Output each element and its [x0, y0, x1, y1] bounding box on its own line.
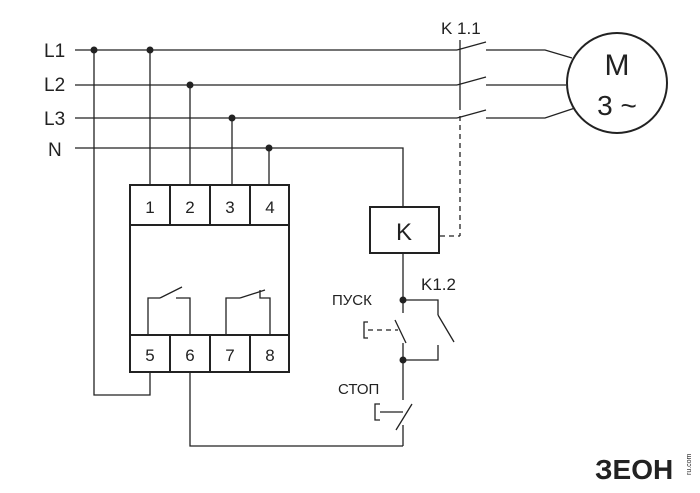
wire-stop-to-terminal-6 [189, 372, 403, 447]
relay-module: 1 2 3 4 5 6 7 8 [129, 184, 290, 373]
aux-wire-top [403, 299, 439, 315]
aux-contact-blade [437, 314, 455, 343]
line-label-n: N [48, 140, 62, 161]
motor-phase-label: 3 ~ [597, 90, 637, 121]
brand-logo: ЗЕОН ru.com [595, 453, 693, 485]
relay-contact-2-left [225, 297, 240, 335]
terminal-7: 7 [225, 346, 234, 365]
relay-contact-1-left [147, 297, 160, 335]
contact-l1 [456, 41, 487, 51]
motor: M 3 ~ [566, 32, 668, 134]
stop-button-label: СТОП [338, 381, 379, 398]
wire-n [75, 147, 404, 207]
stop-button-head [374, 403, 380, 421]
start-circuit: ПУСК K1.2 [332, 275, 456, 364]
aux-contact-label: K1.2 [421, 275, 456, 294]
terminal-2: 2 [185, 198, 194, 217]
relay-contact-1-blade [159, 286, 183, 299]
start-button-head [363, 321, 368, 339]
terminal-1: 1 [145, 198, 154, 217]
relay-contact-1-right [176, 297, 191, 335]
contactor-coil: K [369, 206, 440, 300]
relay-contact-2-blade [239, 289, 266, 299]
line-label-l2: L2 [44, 75, 65, 96]
brand-name: ЗЕОН [595, 454, 673, 485]
line-label-l3: L3 [44, 109, 65, 130]
supply-lines: L1 L2 L3 N [44, 41, 457, 207]
main-contacts: K 1.1 [440, 19, 576, 237]
contact-l2 [456, 76, 487, 86]
main-contacts-label: K 1.1 [441, 19, 481, 38]
wire-motor-1 [486, 49, 573, 59]
relay-contact-2-right [259, 290, 271, 335]
stop-button-contact [395, 403, 413, 431]
terminal-3: 3 [225, 198, 234, 217]
stop-circuit: СТОП [189, 360, 413, 447]
terminal-5: 5 [145, 346, 154, 365]
terminal-4: 4 [265, 198, 274, 217]
terminal-6: 6 [185, 346, 194, 365]
motor-circle [566, 32, 668, 134]
brand-suffix: ru.com [686, 453, 693, 475]
wire-motor-3 [486, 107, 576, 119]
coil-box [369, 206, 440, 254]
aux-wire-bottom [403, 345, 439, 361]
wire-l1-to-terminal-5 [93, 50, 151, 396]
start-button-label: ПУСК [332, 292, 372, 309]
line-label-l1: L1 [44, 41, 65, 62]
relay-taps [90, 46, 273, 396]
motor-label: M [605, 49, 630, 82]
terminal-8: 8 [265, 346, 274, 365]
coil-label: K [396, 219, 412, 246]
start-button-contact [394, 319, 407, 344]
contact-l3 [456, 109, 487, 119]
